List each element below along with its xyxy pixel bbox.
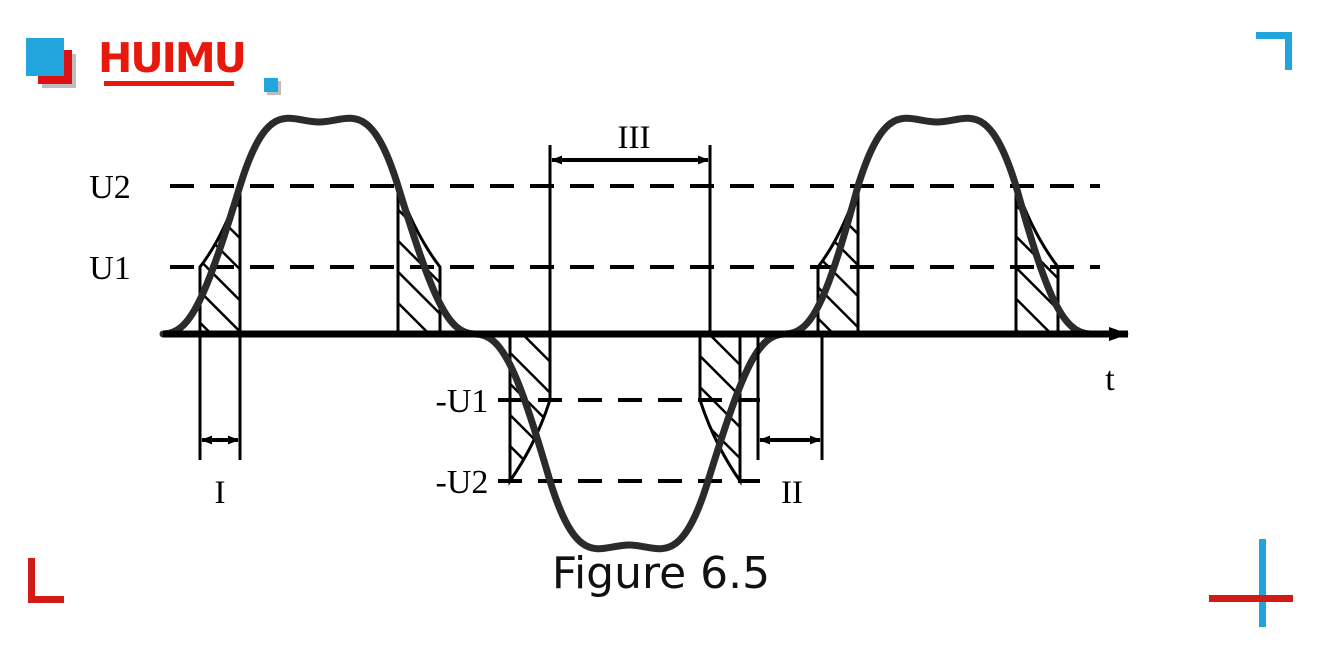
- label-neg-u2: -U2: [436, 464, 489, 501]
- logo-cyan-square: [26, 38, 64, 76]
- label-interval-1: I: [215, 475, 226, 511]
- logo-underline: [104, 81, 234, 86]
- label-u1: U1: [89, 250, 131, 287]
- corner-bottom-left-vertical: [28, 558, 35, 596]
- waveform-diagram: U2 U1 -U1 -U2 t I II III: [89, 114, 1129, 553]
- dimension-arrows: [201, 155, 821, 445]
- figure-caption: Figure 6.5: [551, 548, 771, 599]
- crosshair-horizontal: [1209, 595, 1293, 602]
- corner-bottom-left-horizontal: [28, 596, 64, 603]
- crosshair-vertical: [1259, 539, 1266, 627]
- corner-mark-top-right: [1249, 32, 1292, 77]
- corner-top-right-horizontal: [1256, 32, 1292, 39]
- logo-dot-square: [264, 78, 278, 92]
- label-u2: U2: [89, 169, 131, 206]
- corner-top-right-vertical: [1285, 32, 1292, 70]
- label-neg-u1: -U1: [436, 383, 489, 420]
- label-interval-3: III: [618, 120, 651, 156]
- label-interval-2: II: [781, 475, 803, 511]
- interval-guides: [198, 145, 824, 460]
- threshold-lines: [170, 184, 1100, 483]
- label-t-axis: t: [1105, 361, 1115, 398]
- huimu-logo: HUIMU: [26, 34, 296, 96]
- corner-mark-bottom-right: [1209, 539, 1301, 631]
- corner-mark-bottom-left: [28, 558, 71, 603]
- logo-wordmark: HUIMU: [98, 34, 247, 82]
- sine-curve: [159, 114, 1094, 553]
